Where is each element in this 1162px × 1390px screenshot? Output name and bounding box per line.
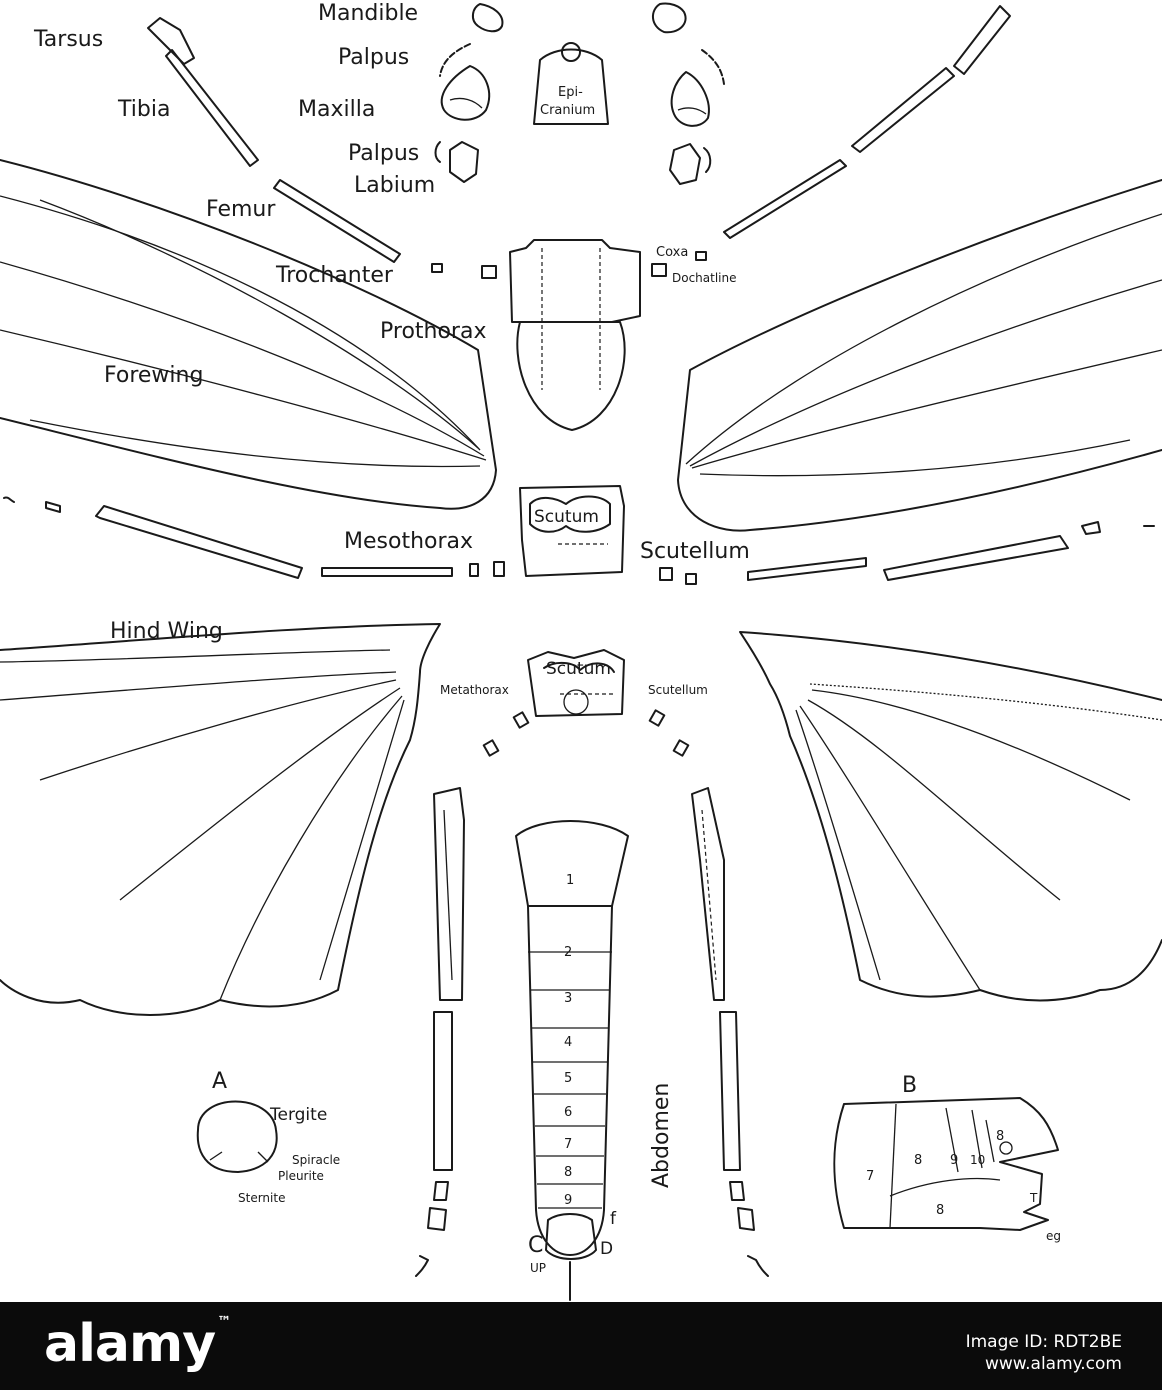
label-epicranium-2: Cranium (540, 103, 595, 118)
fig-b-segment-number: 9 (950, 1153, 958, 1168)
label-tibia: Tibia (117, 97, 170, 122)
labium-right (669, 143, 712, 185)
right-forewing (677, 179, 1162, 532)
brand-name: alamy (44, 1314, 216, 1374)
left-hindwing (0, 623, 441, 1016)
label-metathorax: Metathorax (440, 683, 509, 697)
insect-anatomy-plate: Mandible Tarsus Palpus Tibia Maxilla Epi… (0, 0, 1162, 1302)
abdomen-segment-number: 6 (564, 1105, 572, 1120)
metathorax-leg-pieces (482, 709, 690, 757)
fig-b-segment-number: 7 (866, 1169, 874, 1184)
label-t: T (1029, 1191, 1038, 1205)
label-scutellum-meta: Scutellum (648, 683, 708, 697)
label-c: C (528, 1233, 543, 1258)
label-dochatline: Dochatline (672, 271, 737, 285)
abdomen-body (515, 820, 629, 1301)
palpus-left-upper (439, 43, 471, 77)
label-scutum-meso: Scutum (534, 507, 599, 527)
label-palpus-lower: Palpus (348, 141, 419, 166)
right-hindwing (739, 631, 1162, 1002)
label-hind-wing: Hind Wing (110, 619, 223, 644)
abdomen-segment-number: 7 (564, 1137, 572, 1152)
label-eg: eg (1046, 1229, 1061, 1243)
diagram-canvas: Mandible Tarsus Palpus Tibia Maxilla Epi… (0, 1, 1162, 1301)
fig-b-terminal-segments (833, 1097, 1059, 1231)
fig-b-segment-number: 8 (936, 1203, 944, 1218)
label-scutellum-meso: Scutellum (640, 539, 750, 564)
prothorax (509, 239, 641, 431)
left-midleg (3, 496, 505, 579)
leg-joint-pieces (431, 251, 707, 279)
label-sternite: Sternite (238, 1191, 285, 1205)
epicranium (533, 42, 609, 125)
abdomen-segment-number: 2 (564, 945, 572, 960)
label-tergite: Tergite (269, 1105, 327, 1125)
metathorax (527, 649, 625, 717)
label-trochanter: Trochanter (275, 263, 394, 288)
mandible-left (472, 3, 504, 33)
label-up: UP (530, 1261, 546, 1275)
fig-b-segment-number: 8 (914, 1153, 922, 1168)
fig-a-cross-section (196, 1100, 278, 1173)
palpus-right-upper (701, 49, 725, 85)
mandible-right (652, 2, 687, 34)
abdomen-segment-number: 3 (564, 991, 572, 1006)
label-spiracle: Spiracle (292, 1153, 340, 1167)
label-f: f (610, 1209, 617, 1229)
label-fig-a: A (212, 1069, 227, 1094)
label-fig-b: B (902, 1073, 917, 1098)
maxilla-left (440, 65, 491, 121)
label-forewing: Forewing (104, 363, 203, 388)
image-id-text: Image ID: RDT2BE (965, 1332, 1122, 1352)
label-palpus-upper: Palpus (338, 45, 409, 70)
abdomen-segment-number: 8 (564, 1165, 572, 1180)
left-forewing (0, 159, 497, 510)
right-foreleg (723, 5, 1011, 239)
trademark-mark: ™ (217, 1314, 231, 1330)
maxilla-right (670, 71, 710, 127)
label-mandible: Mandible (318, 1, 418, 26)
fig-b-segment-number: 8 (996, 1129, 1004, 1144)
label-d: D (600, 1239, 613, 1259)
label-tarsus: Tarsus (33, 27, 103, 52)
left-foreleg (147, 17, 401, 263)
label-labium: Labium (354, 173, 435, 198)
site-url-link[interactable]: www.alamy.com (984, 1354, 1122, 1374)
label-pleurite: Pleurite (278, 1169, 324, 1183)
label-coxa: Coxa (656, 245, 688, 260)
abdomen-segment-number: 1 (566, 873, 574, 888)
fig-b-segment-number: 10 (970, 1153, 985, 1167)
label-mesothorax: Mesothorax (344, 529, 473, 554)
label-prothorax: Prothorax (380, 319, 486, 344)
abdomen-segment-number: 4 (564, 1035, 572, 1050)
mesothorax (519, 485, 625, 577)
abdomen-segment-number: 5 (564, 1071, 572, 1086)
right-midleg (659, 521, 1155, 585)
left-hindleg (415, 787, 465, 1277)
label-maxilla: Maxilla (298, 97, 375, 122)
label-epicranium-1: Epi- (558, 85, 583, 100)
right-hindleg (691, 787, 769, 1277)
labium-left (434, 141, 479, 183)
abdomen-segment-number: 9 (564, 1193, 572, 1208)
label-abdomen: Abdomen (649, 1083, 674, 1188)
label-scutum-meta: Scutum (546, 659, 611, 679)
label-femur: Femur (206, 197, 276, 222)
